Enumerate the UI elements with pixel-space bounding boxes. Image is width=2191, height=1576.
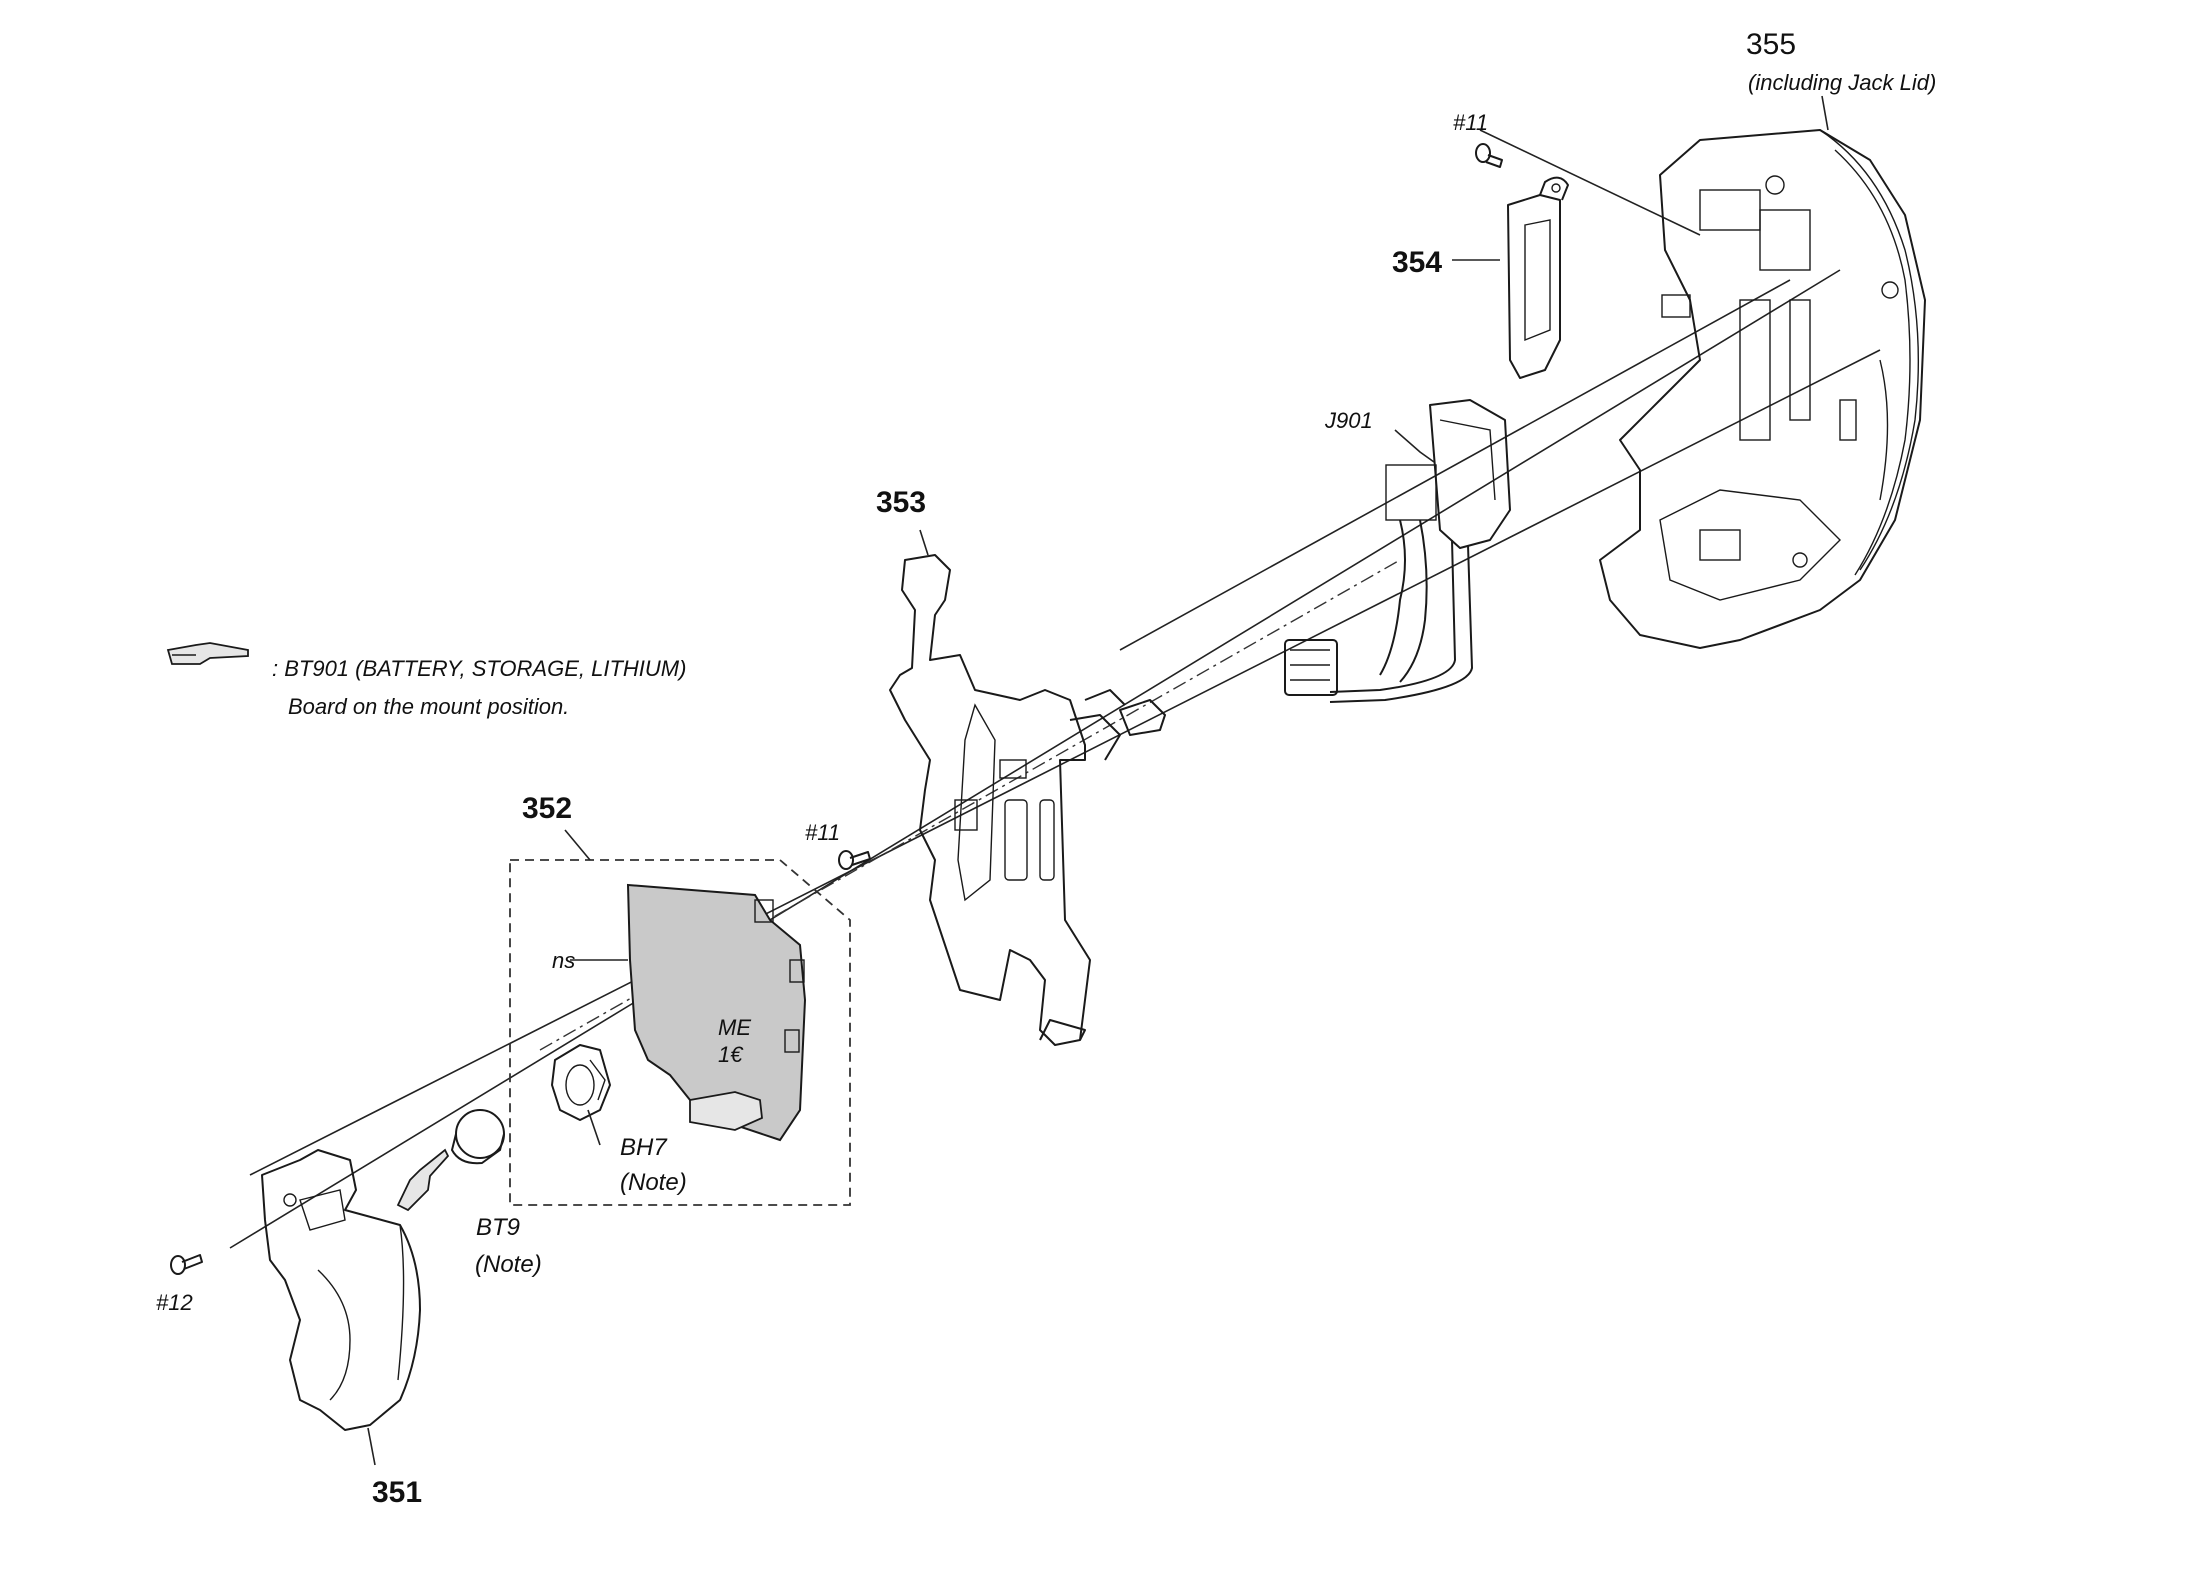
battery-note-line-2: Board on the mount position.: [288, 694, 569, 719]
board-mark-1: ME: [718, 1015, 751, 1040]
callout-bh7-note: (Note): [620, 1169, 687, 1196]
screw-11-top: [1475, 143, 1503, 168]
callout-354: 354: [1392, 246, 1442, 279]
part-bt9-battery: [451, 1109, 505, 1165]
pointing-hand-icon: [166, 642, 249, 665]
callout-screw-11-top: #11: [1453, 110, 1488, 135]
part-355-rear-case: [1599, 129, 1926, 649]
callout-355-sub: (including Jack Lid): [1748, 70, 1936, 95]
screw-11-mid: [838, 850, 871, 870]
callout-ns: ns: [552, 948, 575, 973]
callout-bt9-note: (Note): [475, 1251, 542, 1278]
part-353-frame: [889, 554, 1166, 1046]
assembly-axis-lines: [229, 129, 1881, 1249]
callout-j901: J901: [1324, 408, 1373, 433]
callout-351: 351: [372, 1476, 422, 1509]
pointing-hand-icon-bt9: [396, 1148, 450, 1212]
callout-screw-11-mid: #11: [805, 820, 840, 845]
battery-note-line-1: : BT901 (BATTERY, STORAGE, LITHIUM): [272, 656, 686, 681]
part-354-bracket: [1507, 176, 1569, 379]
screw-12: [170, 1254, 203, 1275]
callout-353: 353: [876, 486, 926, 519]
part-351-battery-lid: [261, 1149, 421, 1431]
callout-screw-12: #12: [156, 1290, 193, 1315]
callout-bt9: BT9: [476, 1214, 520, 1241]
callout-bh7: BH7: [620, 1134, 668, 1161]
part-352-board-assembly: [509, 859, 851, 1206]
leader-lines: [367, 95, 1829, 1466]
callout-355: 355: [1746, 28, 1796, 61]
board-mark-2: 1€: [718, 1042, 744, 1067]
part-bh7-holder: [551, 1044, 611, 1121]
callout-352: 352: [522, 792, 572, 825]
part-j901-jack: [1284, 399, 1511, 703]
